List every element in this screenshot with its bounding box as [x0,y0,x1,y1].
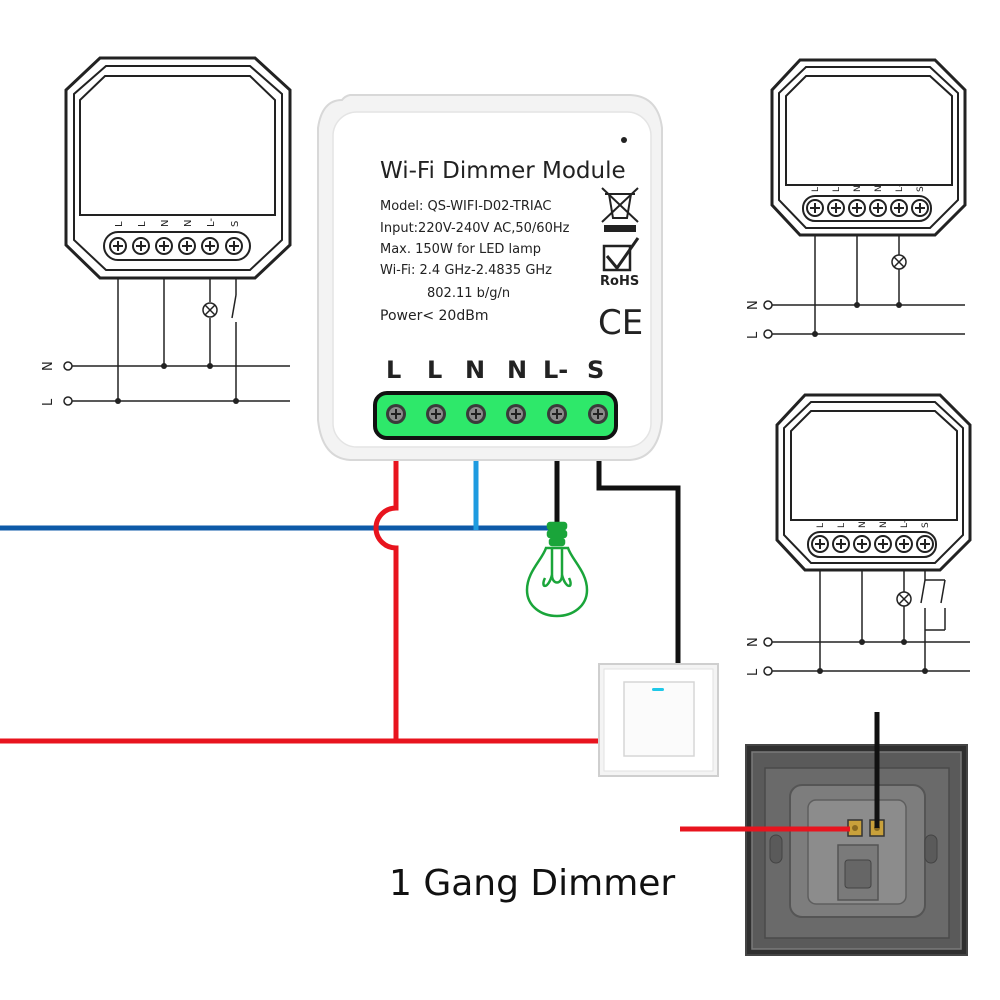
rohs-icon: RoHS [600,237,640,289]
mini-terminal-label: S [916,186,926,192]
supply-label-l: L [746,668,761,676]
mini-module-outline [64,56,292,280]
supply-label-n: N [746,637,761,647]
mini-terminal-label: L [114,221,125,227]
light-bulb-icon [525,521,589,618]
mini-terminal-label: L- [900,520,910,528]
mini-terminal-label: N [183,220,194,227]
mini-terminal-label: L [137,221,148,227]
ce-mark: CE [598,303,643,343]
terminal-label: L [427,356,442,384]
mini-terminal-label: L- [895,184,905,192]
mini-terminal-label: L [832,187,842,192]
supply-label-l: L [746,331,761,339]
terminal-label: N [465,356,485,384]
mini-terminal-label: N [853,185,863,192]
mini-terminal-label: N [879,521,889,528]
module-max-load: Max. 150W for LED lamp [380,242,541,257]
terminal-label: L [386,356,401,384]
live-wire [373,425,399,740]
caption-title: 1 Gang Dimmer [389,863,675,904]
weee-bin-icon [601,187,639,232]
mini-terminal-label: L [811,187,821,192]
supply-label-l: L [41,398,56,406]
mini-terminal-label: S [921,522,931,528]
module-wifi-std: 802.11 b/g/n [427,286,510,301]
switch-indicator-led [652,688,664,691]
switch-rocker-button [623,681,695,757]
module-input: Input:220V-240V AC,50/60Hz [380,221,570,236]
terminal-label: L- [543,356,568,384]
supply-label-n: N [746,300,761,310]
dimmer-module: Wi-Fi Dimmer Module Model: QS-WIFI-D02-T… [317,94,663,461]
mini-diagram-mid-right: L L N N L- S N L [746,393,972,676]
module-model: Model: QS-WIFI-D02-TRIAC [380,199,551,214]
module-power: Power< 20dBm [380,308,488,324]
mini-terminal-label: N [160,220,171,227]
module-title: Wi-Fi Dimmer Module [380,158,626,184]
mini-diagram-top-right: L L N N L- S N L [746,58,967,339]
mini-wiring [72,278,290,402]
supply-label-n: N [41,361,56,371]
rohs-label: RoHS [600,274,639,289]
terminal-label: S [587,356,604,384]
wall-switch [598,663,719,777]
mini-terminal-label: L- [206,218,217,227]
mini-terminal-label: L [837,523,847,528]
terminal-label: N [507,356,527,384]
terminal-block [373,391,618,440]
module-wifi: Wi-Fi: 2.4 GHz-2.4835 GHz [380,263,552,278]
mini-terminal-label: N [874,185,884,192]
mini-diagram-top-left: L L N N L- S N L [41,56,292,406]
mini-terminal-label: L [816,523,826,528]
mini-terminal-label: N [858,521,868,528]
mini-terminal-label: S [230,221,241,227]
wall-plate-back [745,744,968,956]
